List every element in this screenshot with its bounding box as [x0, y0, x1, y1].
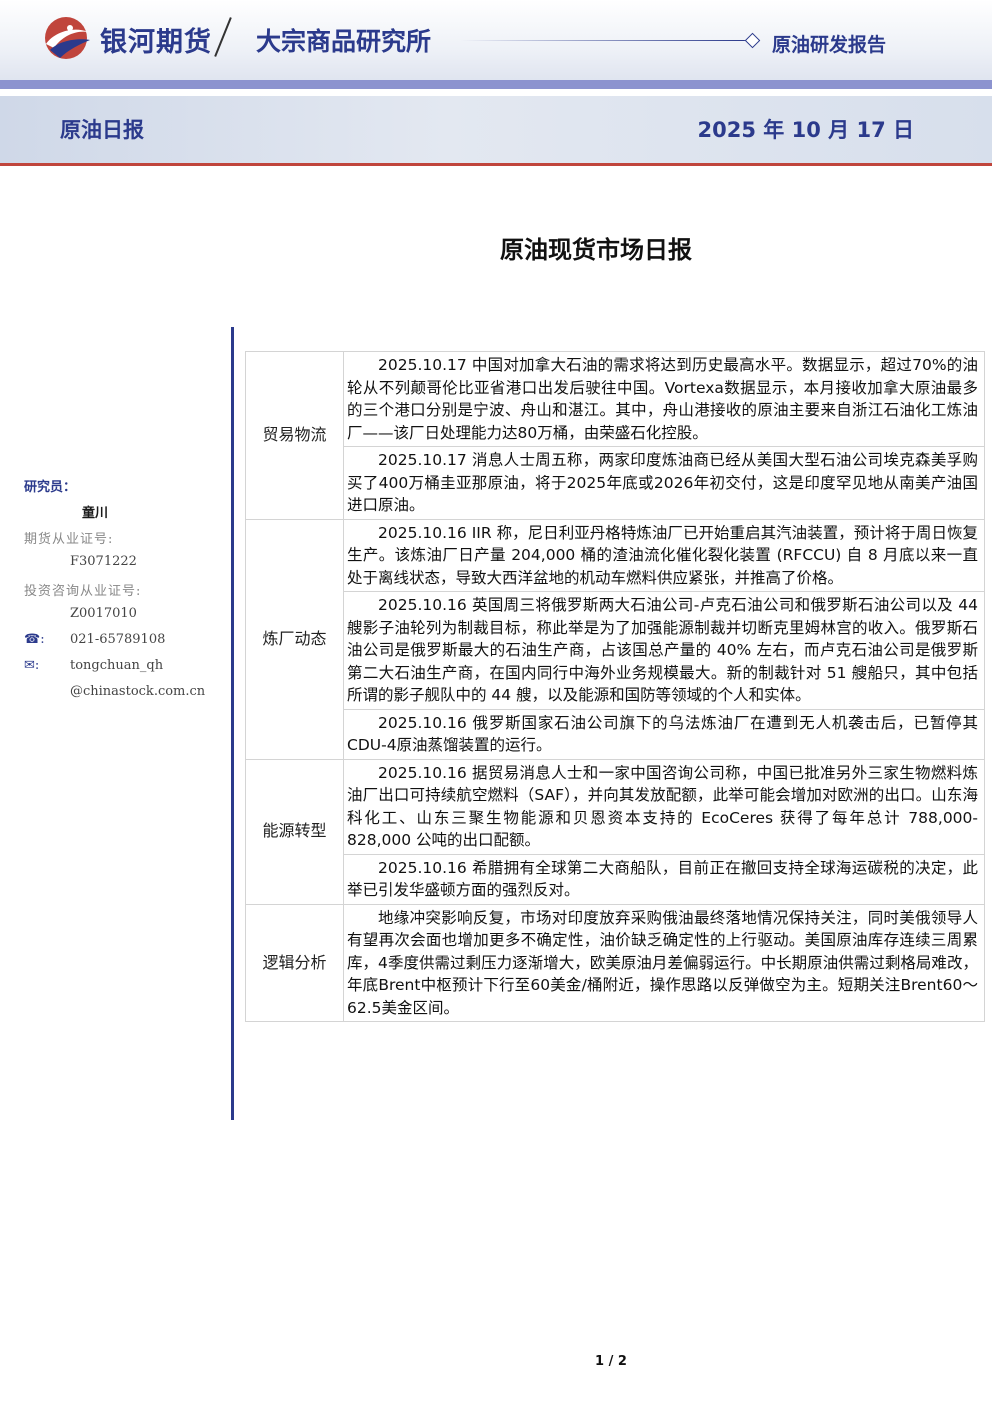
table-row: 2025.10.16 希腊拥有全球第二大商船队，目前正在撤回支持全球海运碳税的决…	[246, 853, 985, 905]
table-row: 2025.10.16 英国周三将俄罗斯两大石油公司-卢克石油公司和俄罗斯石油公司…	[246, 591, 985, 710]
news-item: 2025.10.16 希腊拥有全球第二大商船队，目前正在撤回支持全球海运碳税的决…	[343, 853, 985, 905]
category-logic: 逻辑分析	[245, 903, 344, 1022]
advisory-cert-label: 投资咨询从业证号:	[24, 584, 142, 599]
category-energy: 能源转型	[245, 758, 344, 905]
sidebar-divider	[231, 327, 234, 1120]
header-band: 银河期货 大宗商品研究所 原油研发报告	[0, 0, 992, 82]
researcher-name: 童川	[82, 506, 109, 521]
news-item: 地缘冲突影响反复，市场对印度放弃采购俄油最终落地情况保持关注，同时美俄领导人有望…	[343, 903, 985, 1022]
news-item: 2025.10.16 据贸易消息人士和一家中国咨询公司称，中国已批准另外三家生物…	[343, 758, 985, 855]
email-icon: ✉:	[24, 658, 40, 673]
news-item: 2025.10.16 IIR 称，尼日利亚丹格特炼油厂已开始重启其汽油装置，预计…	[343, 518, 985, 592]
header-slash	[214, 17, 232, 57]
researcher-label: 研究员：	[24, 480, 77, 495]
news-item: 2025.10.16 英国周三将俄罗斯两大石油公司-卢克石油公司和俄罗斯石油公司…	[343, 591, 985, 710]
table-row: 逻辑分析 地缘冲突影响反复，市场对印度放弃采购俄油最终落地情况保持关注，同时美俄…	[245, 903, 985, 1022]
table-row: 能源转型 2025.10.16 据贸易消息人士和一家中国咨询公司称，中国已批准另…	[245, 758, 985, 905]
news-item: 2025.10.16 俄罗斯国家石油公司旗下的乌法炼油厂在遭到无人机袭击后，已暂…	[343, 708, 985, 760]
category-trade: 贸易物流	[245, 351, 344, 520]
brand-name: 银河期货	[100, 27, 212, 58]
category-refinery: 炼厂动态	[245, 518, 344, 760]
header-decor-line	[460, 40, 746, 41]
futures-cert-number: F3071222	[70, 554, 137, 569]
report-date: 2025 年 10 月 17 日	[697, 118, 914, 142]
news-table: 贸易物流 2025.10.17 中国对加拿大石油的需求将达到历史最高水平。数据显…	[245, 351, 985, 1022]
email-row: ✉: tongchuan_qh	[24, 658, 224, 684]
researcher-sidebar: 研究员： 童川 期货从业证号: F3071222 投资咨询从业证号: Z0017…	[24, 476, 224, 710]
email-user[interactable]: tongchuan_qh	[70, 658, 164, 673]
institute-name: 大宗商品研究所	[256, 27, 432, 56]
sub-header-band: 原油日报 2025 年 10 月 17 日	[0, 96, 992, 166]
news-item: 2025.10.17 消息人士周五称，两家印度炼油商已经从美国大型石油公司埃克森…	[343, 446, 985, 520]
phone-row: ☎: 021-65789108	[24, 632, 224, 658]
table-row: 2025.10.17 消息人士周五称，两家印度炼油商已经从美国大型石油公司埃克森…	[246, 446, 985, 520]
table-row: 炼厂动态 2025.10.16 IIR 称，尼日利亚丹格特炼油厂已开始重启其汽油…	[245, 518, 985, 760]
page-number: 1 / 2	[595, 1354, 627, 1369]
news-item: 2025.10.17 中国对加拿大石油的需求将达到历史最高水平。数据显示，超过7…	[343, 351, 985, 447]
page-title: 原油现货市场日报	[500, 236, 692, 264]
galaxy-logo-icon	[45, 17, 90, 59]
phone-icon: ☎:	[24, 632, 45, 647]
diamond-icon	[744, 32, 761, 49]
futures-cert-label: 期货从业证号:	[24, 532, 114, 547]
report-type: 原油研发报告	[772, 34, 887, 56]
header-rule	[0, 80, 992, 89]
table-row: 贸易物流 2025.10.17 中国对加拿大石油的需求将达到历史最高水平。数据显…	[245, 351, 985, 520]
email-domain[interactable]: @chinastock.com.cn	[70, 684, 206, 699]
table-row: 2025.10.16 俄罗斯国家石油公司旗下的乌法炼油厂在遭到无人机袭击后，已暂…	[246, 708, 985, 760]
advisory-cert-number: Z0017010	[70, 606, 137, 621]
daily-title: 原油日报	[60, 118, 144, 142]
phone-number[interactable]: 021-65789108	[70, 632, 166, 647]
